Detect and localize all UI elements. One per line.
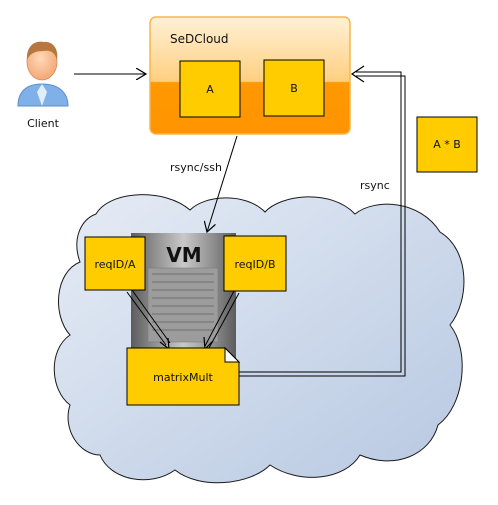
box-b (263, 59, 325, 117)
req-b-box (223, 235, 287, 292)
rsync-return-arrow (239, 65, 406, 377)
file-corner-fold (224, 346, 241, 363)
rsync-ssh-arrow (207, 135, 238, 232)
vm-label: VM (166, 243, 201, 267)
sedcloud-title: SeDCloud (170, 32, 229, 46)
box-b-label: B (290, 82, 298, 95)
result-label: A * B (433, 138, 461, 151)
rsync-label: rsync (360, 179, 390, 192)
req-a-box (84, 236, 146, 291)
req-b-label: reqID/B (235, 258, 276, 271)
vm-server-icon (131, 233, 236, 363)
result-box (416, 116, 478, 173)
rsync-ssh-label: rsync/ssh (170, 161, 222, 174)
matrixmult-label: matrixMult (153, 371, 213, 384)
client-user-icon (17, 41, 69, 107)
req-a-label: reqID/A (95, 258, 136, 271)
matrixmult-file (126, 347, 240, 406)
client-label: Client (27, 117, 60, 130)
box-a-label: A (206, 83, 214, 96)
box-a (179, 60, 241, 118)
